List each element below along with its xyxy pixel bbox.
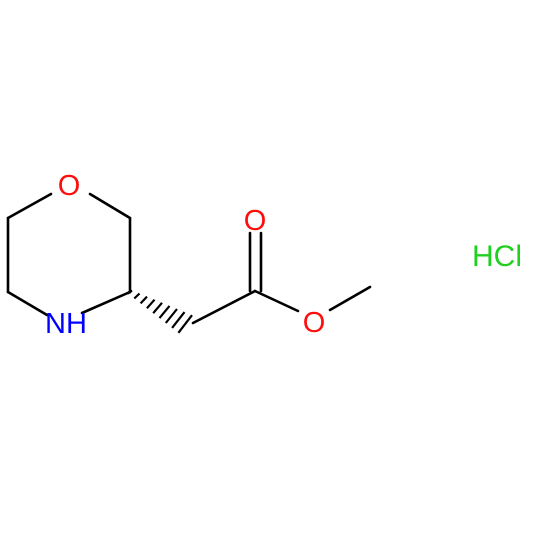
bond-n4-c5 (80, 290, 132, 315)
bond-c3-n4 (6, 290, 49, 317)
bond-c6-o1 (88, 192, 132, 220)
stereo-hash-wedge (127, 289, 193, 334)
bond-ester-o-methyl (328, 285, 372, 312)
ester-oxygen-label: O (303, 307, 326, 339)
hydrochloride-label: HCl (472, 240, 522, 273)
bond-o1-c2 (6, 192, 53, 220)
carbonyl-oxygen-label: O (244, 205, 267, 237)
bond-carbonyl-ester-o (253, 289, 300, 313)
ring-oxygen-label: O (58, 170, 81, 202)
bond-ch2-carbonyl (191, 289, 257, 325)
ring-nitrogen-label: NH (45, 308, 87, 340)
